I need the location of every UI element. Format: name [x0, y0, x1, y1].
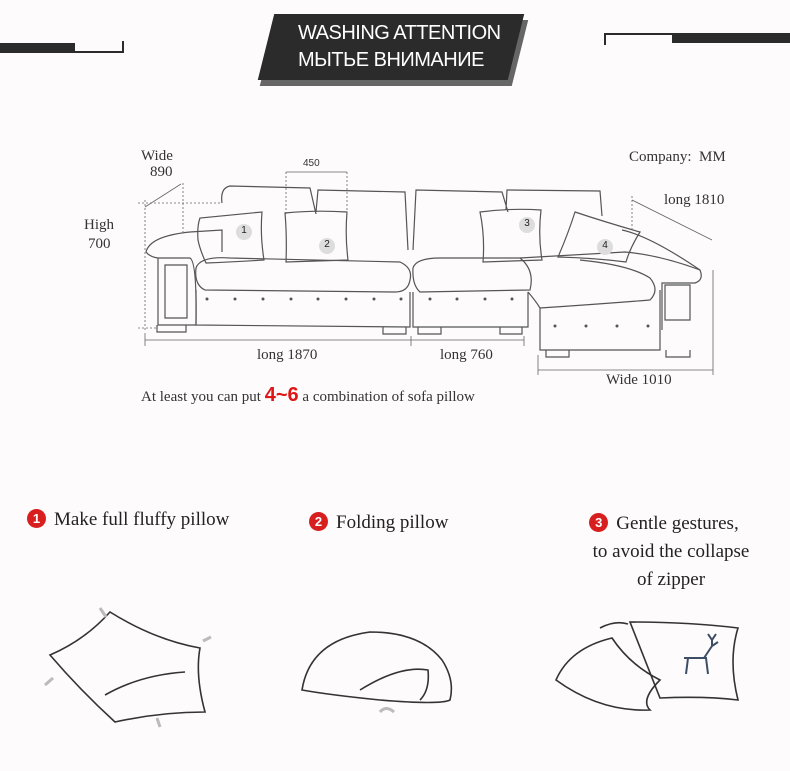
caption-after: a combination of sofa pillow	[302, 389, 475, 405]
sofa-outline	[145, 185, 702, 358]
step-1-text: Make full fluffy pillow	[54, 509, 230, 530]
long-1870: long 1870	[257, 347, 318, 363]
title-ru: МЫТЬЕ ВНИМАНИЕ	[298, 49, 484, 71]
step-2: 2 Folding pillow	[309, 512, 448, 534]
wide-1010: Wide 1010	[606, 372, 672, 388]
fluff-arrow-icons	[44, 607, 212, 728]
company-label: Company: MM	[629, 149, 726, 165]
fluffy-pillow-illustration	[44, 607, 212, 728]
pillow-num-3: 3	[524, 218, 530, 229]
step-1: 1 Make full fluffy pillow	[27, 509, 229, 531]
pillow-number-badges	[236, 217, 613, 255]
step-3-number: 3	[589, 513, 609, 532]
header-rule-right-tick	[604, 33, 606, 45]
high-value: 700	[88, 236, 111, 252]
zipper-pillow-illustration	[555, 621, 740, 711]
fold-arrow-icon	[378, 707, 395, 714]
folded-pillow-illustration	[301, 631, 453, 714]
step-1-number: 1	[27, 509, 46, 528]
cushion-width: 450	[303, 158, 320, 169]
header-rule-left-thin	[75, 51, 123, 53]
tufting-buttons	[205, 297, 650, 328]
header-rule-left	[0, 43, 75, 53]
pillow-num-4: 4	[602, 240, 608, 251]
wide-label: Wide	[141, 148, 173, 164]
pillow-num-1: 1	[241, 225, 247, 236]
deer-icon	[684, 633, 719, 675]
caption-highlight: 4~6	[264, 384, 299, 406]
banner-text: WASHING ATTENTION МЫТЬЕ ВНИМАНИЕ	[298, 20, 501, 74]
wide-value: 890	[150, 164, 173, 180]
step-2-text: Folding pillow	[336, 512, 449, 533]
long-1810: long 1810	[664, 192, 725, 208]
step-3-line-1: Gentle gestures,	[616, 513, 739, 534]
header-rule-left-tick	[122, 41, 124, 53]
high-label: High	[84, 217, 114, 233]
step-2-number: 2	[309, 512, 328, 531]
step-3-line-3: of zipper	[636, 569, 706, 590]
step-3-line-2: to avoid the collapse	[592, 541, 750, 562]
title-en: WASHING ATTENTION	[298, 22, 501, 44]
caption-before: At least you can put	[141, 389, 261, 405]
header-rule-right-thin2	[605, 33, 673, 35]
pillow-num-2: 2	[324, 239, 330, 250]
long-760: long 760	[440, 347, 493, 363]
pillow-caption: At least you can put 4~6 a combination o…	[141, 384, 475, 407]
header-rule-right	[672, 33, 790, 43]
